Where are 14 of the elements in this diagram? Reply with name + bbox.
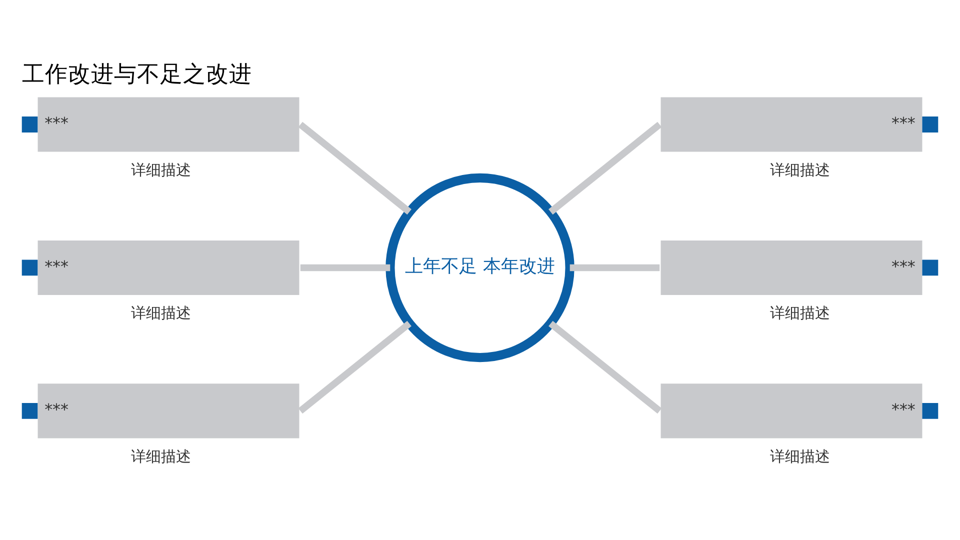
node-label: 详细描述 bbox=[130, 448, 191, 466]
connector bbox=[548, 320, 662, 414]
connector bbox=[298, 320, 412, 414]
connector bbox=[298, 122, 412, 215]
node-label: 详细描述 bbox=[770, 162, 830, 179]
node-label: 详细描述 bbox=[130, 305, 191, 322]
connector bbox=[570, 264, 660, 272]
node-label: 详细描述 bbox=[770, 448, 830, 466]
node-label: 详细描述 bbox=[770, 305, 830, 322]
connector bbox=[300, 264, 390, 272]
node-label: 详细描述 bbox=[130, 162, 191, 179]
diagram-title: 工作改进与不足之改进 bbox=[22, 61, 252, 88]
connector bbox=[548, 122, 662, 215]
node-circle: 上年不足 本年改进 bbox=[386, 173, 574, 362]
